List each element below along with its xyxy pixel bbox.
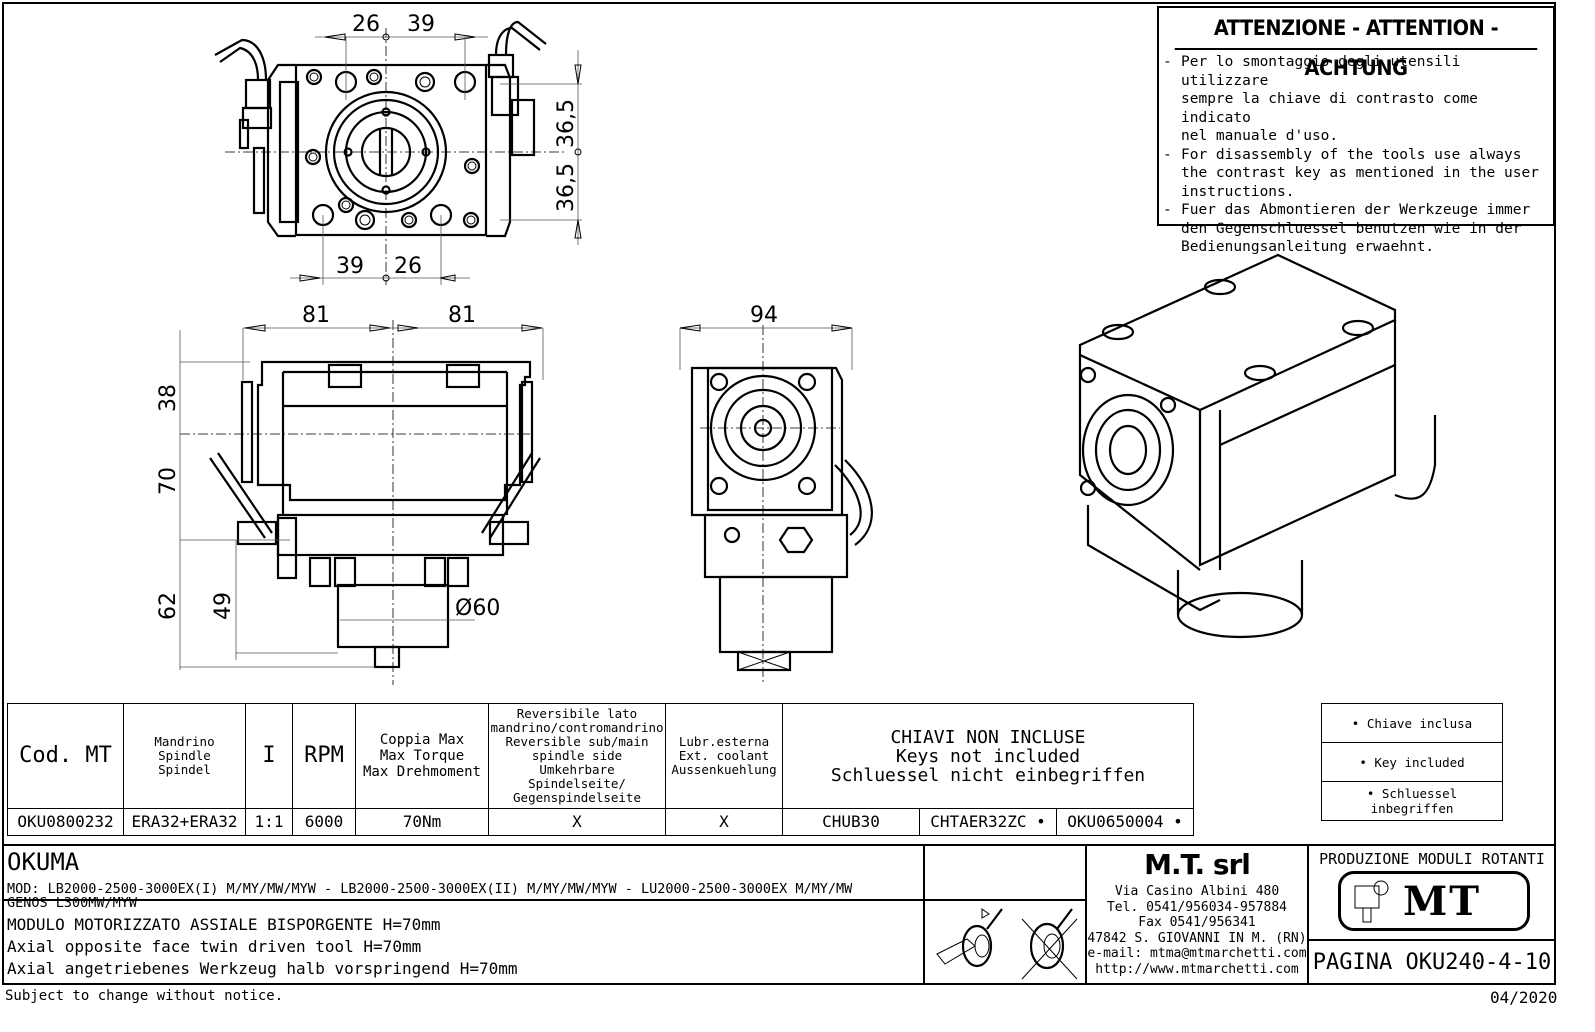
legend-de: • Schluessel inbegriffen bbox=[1321, 781, 1503, 821]
cell-spindle: ERA32+ERA32 bbox=[123, 808, 246, 836]
cell-key3: OKU0650004 • bbox=[1056, 808, 1194, 836]
model-list: MOD: LB2000-2500-3000EX(I) M/MY/MW/MYW -… bbox=[7, 881, 853, 911]
cell-rpm: 6000 bbox=[292, 808, 356, 836]
cell-coolant: X bbox=[665, 808, 783, 836]
legend-it: • Chiave inclusa bbox=[1321, 703, 1503, 743]
logo-text: MT bbox=[1403, 878, 1482, 925]
front-view-drawing: 81 81 38 70 62 49 Ø60 bbox=[156, 303, 544, 685]
table-row: OKU0800232 ERA32+ERA32 1:1 6000 70Nm X X… bbox=[7, 808, 1194, 836]
header-ratio: I bbox=[245, 703, 293, 809]
dim-right-36-5-top: 36,5 bbox=[554, 99, 579, 148]
key-legend: • Chiave inclusa • Key included • Schlue… bbox=[1321, 703, 1503, 821]
dim-70: 70 bbox=[156, 467, 181, 495]
cell-torque: 70Nm bbox=[355, 808, 489, 836]
dim-top-26: 26 bbox=[352, 12, 380, 37]
dim-bottom-39: 39 bbox=[336, 254, 364, 279]
dim-bottom-26: 26 bbox=[394, 254, 422, 279]
header-code: Cod. MT bbox=[7, 703, 124, 809]
dim-top-39: 39 bbox=[407, 12, 435, 37]
warning-box: ATTENZIONE - ATTENTION - ACHTUNG - Per l… bbox=[1157, 6, 1555, 255]
production-label: PRODUZIONE MODULI ROTANTI bbox=[1319, 850, 1545, 868]
cell-reversible: X bbox=[488, 808, 666, 836]
warning-item-en: - For disassembly of the tools use alway… bbox=[1163, 146, 1539, 200]
dim-49: 49 bbox=[211, 592, 236, 620]
dim-38: 38 bbox=[156, 384, 181, 412]
brand-name: OKUMA bbox=[7, 848, 80, 876]
header-rpm: RPM bbox=[292, 703, 356, 809]
top-view-drawing: 26 39 39 26 36,5 36,5 bbox=[214, 12, 582, 285]
company-address: Via Casino Albini 480 Tel. 0541/956034-9… bbox=[1087, 884, 1307, 977]
cell-code: OKU0800232 bbox=[7, 808, 124, 836]
warning-item-de: - Fuer das Abmontieren der Werkzeuge imm… bbox=[1163, 202, 1531, 255]
cell-key1: CHUB30 bbox=[782, 808, 920, 836]
mt-logo: MT bbox=[1338, 871, 1530, 931]
dim-94: 94 bbox=[750, 303, 778, 328]
side-view-drawing: 94 bbox=[679, 303, 873, 685]
dim-right-36-5-bottom: 36,5 bbox=[554, 163, 579, 212]
title-block: OKUMA MOD: LB2000-2500-3000EX(I) M/MY/MW… bbox=[2, 844, 1556, 986]
product-description: MODULO MOTORIZZATO ASSIALE BISPORGENTE H… bbox=[7, 915, 518, 978]
page-number: PAGINA OKU240-4-10 bbox=[1312, 950, 1552, 975]
cell-ratio: 1:1 bbox=[245, 808, 293, 836]
legend-en: • Key included bbox=[1321, 742, 1503, 782]
isometric-view-drawing bbox=[1078, 253, 1437, 639]
warning-title: ATTENZIONE - ATTENTION - ACHTUNG bbox=[1174, 8, 1538, 80]
disclaimer: Subject to change without notice. bbox=[5, 988, 284, 1004]
company-name: M.T. srl bbox=[1144, 848, 1251, 881]
module-logo-icon bbox=[1354, 880, 1389, 923]
revision-date: 04/2020 bbox=[1490, 988, 1558, 1007]
dim-62: 62 bbox=[156, 592, 181, 620]
dim-81-right: 81 bbox=[448, 303, 476, 328]
dim-81-left: 81 bbox=[302, 303, 330, 328]
warning-item-it: - Per lo smontaggio degli utensili utili… bbox=[1163, 54, 1478, 144]
wrench-usage-icon bbox=[936, 908, 1078, 980]
cell-key2: CHTAER32ZC • bbox=[919, 808, 1057, 836]
dim-diameter-60: Ø60 bbox=[455, 596, 500, 621]
